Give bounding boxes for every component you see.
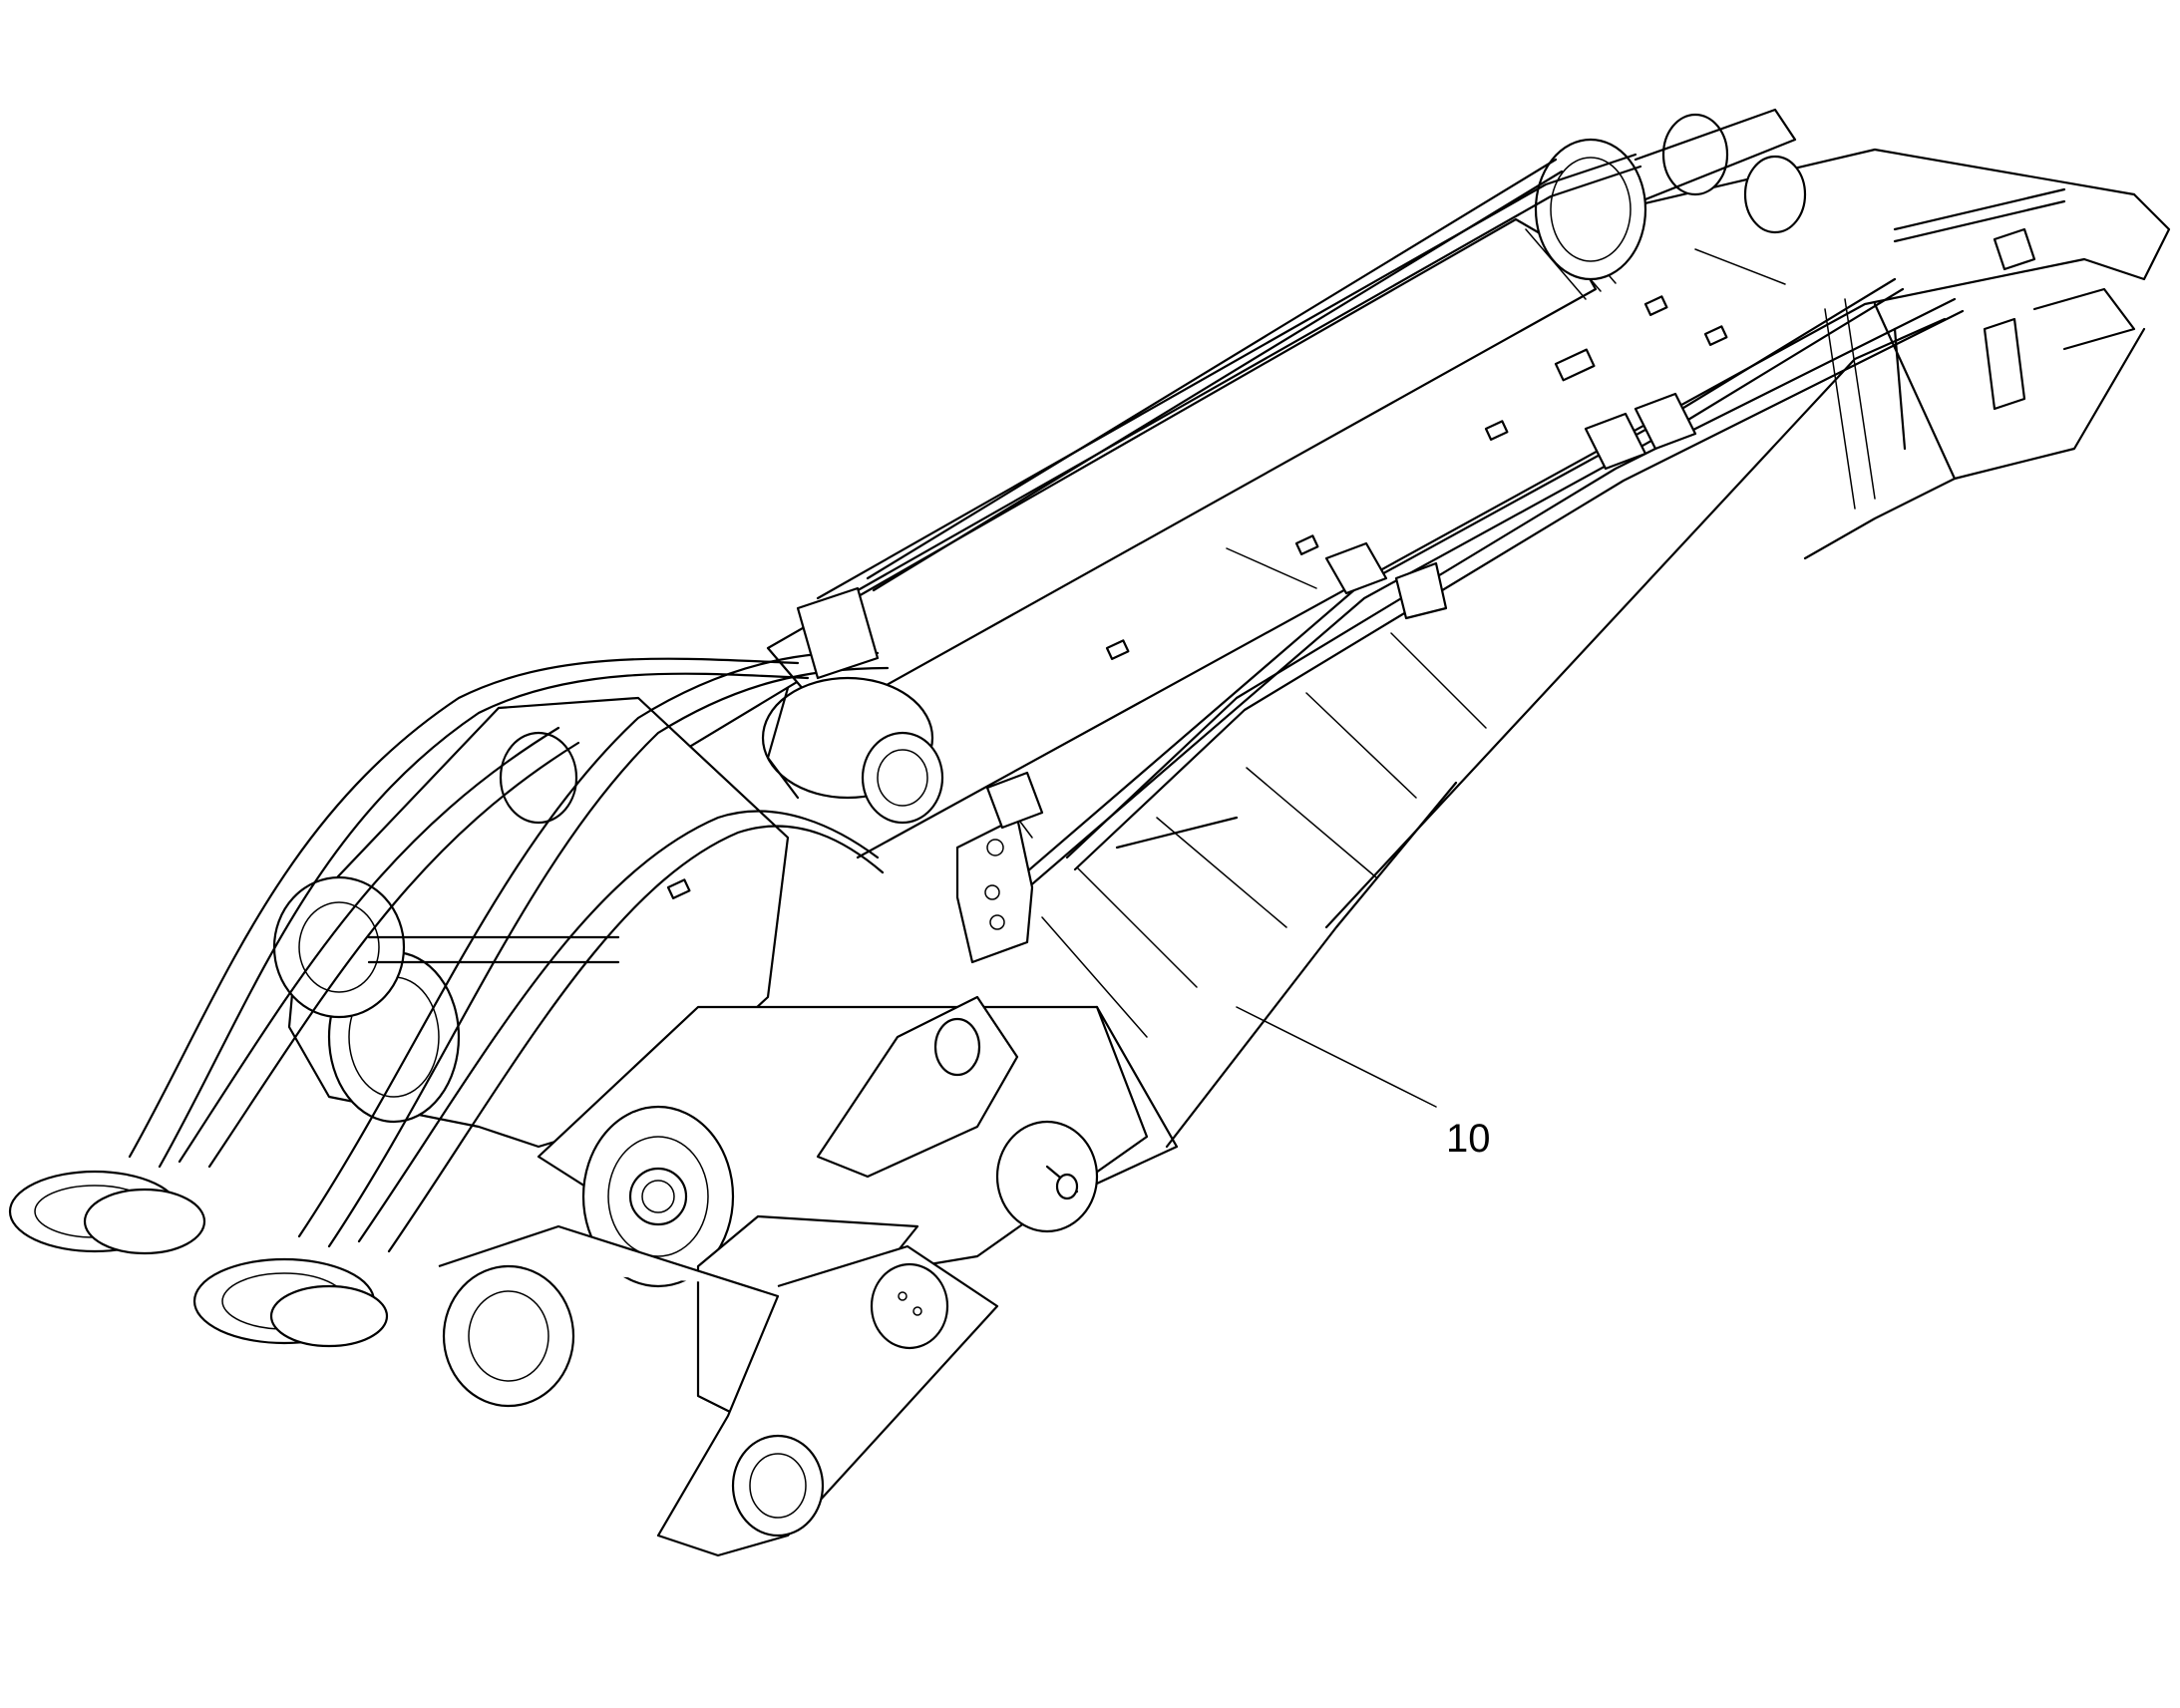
hose-clamps xyxy=(796,227,2036,830)
boom-foot xyxy=(272,696,1149,1557)
valve-block xyxy=(955,816,1034,964)
hose-bundles xyxy=(128,651,890,1253)
hose-flanges xyxy=(8,1170,389,1348)
mounting-tabs xyxy=(666,295,1728,899)
boom-body xyxy=(636,148,2171,1268)
callout-leader-line xyxy=(1236,1006,1437,1108)
boom-cylinder xyxy=(761,108,1807,825)
callout-label: 10 xyxy=(1446,1117,1491,1161)
callout-10: 10 xyxy=(1236,1006,1491,1161)
